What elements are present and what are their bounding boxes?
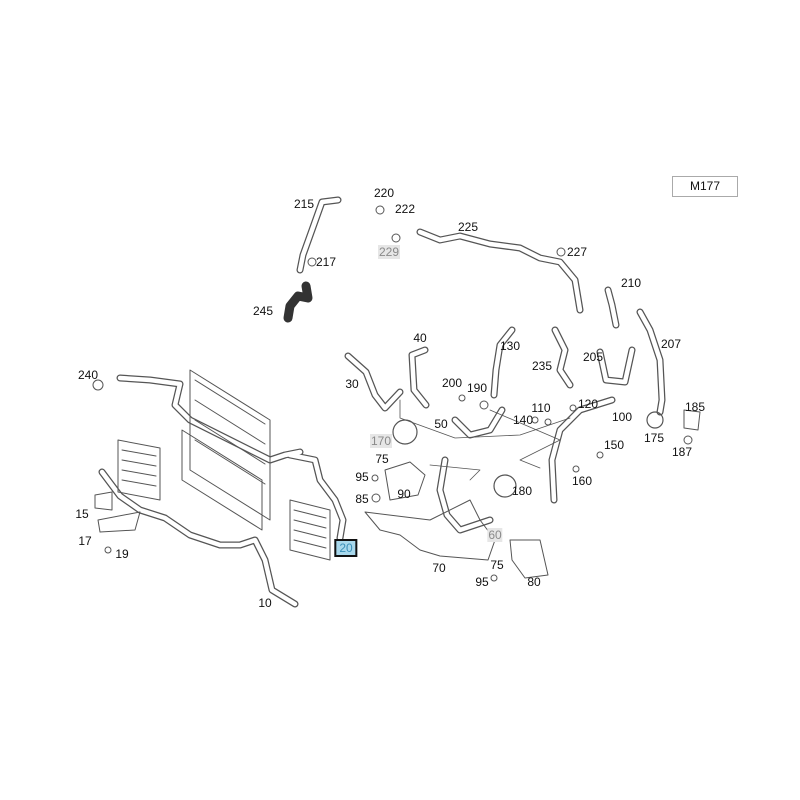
callout-170[interactable]: 170 xyxy=(369,434,393,448)
hose-245 xyxy=(283,281,313,323)
callout-95[interactable]: 95 xyxy=(475,575,489,589)
callout-95[interactable]: 95 xyxy=(355,470,369,484)
callout-215[interactable]: 215 xyxy=(293,197,315,211)
callout-217[interactable]: 217 xyxy=(315,255,337,269)
model-code-box: M177 xyxy=(672,176,738,197)
callout-175[interactable]: 175 xyxy=(643,431,665,445)
callout-90[interactable]: 90 xyxy=(397,487,411,501)
callout-160[interactable]: 160 xyxy=(571,474,593,488)
callout-200[interactable]: 200 xyxy=(441,376,463,390)
plate-70 xyxy=(364,499,496,561)
callout-40[interactable]: 40 xyxy=(413,331,427,345)
callout-229[interactable]: 229 xyxy=(377,245,401,259)
callout-100[interactable]: 100 xyxy=(611,410,633,424)
callout-222[interactable]: 222 xyxy=(394,202,416,216)
radiator-aux xyxy=(117,439,331,561)
pump-180 xyxy=(493,474,517,498)
callout-17[interactable]: 17 xyxy=(78,534,92,548)
callout-20[interactable]: 20 xyxy=(334,539,358,557)
callout-110[interactable]: 110 xyxy=(531,401,551,415)
callout-70[interactable]: 70 xyxy=(432,561,446,575)
callout-75[interactable]: 75 xyxy=(490,558,504,572)
callout-85[interactable]: 85 xyxy=(355,492,369,506)
callout-205[interactable]: 205 xyxy=(582,350,604,364)
callout-60[interactable]: 60 xyxy=(487,528,503,542)
callout-185[interactable]: 185 xyxy=(684,400,706,414)
callout-187[interactable]: 187 xyxy=(671,445,693,459)
callout-227[interactable]: 227 xyxy=(566,245,588,259)
callout-207[interactable]: 207 xyxy=(660,337,682,351)
callout-19[interactable]: 19 xyxy=(115,547,129,561)
pump-170 xyxy=(392,419,418,445)
callout-240[interactable]: 240 xyxy=(77,368,99,382)
callout-80[interactable]: 80 xyxy=(527,575,541,589)
radiator-main xyxy=(181,369,271,531)
callout-220[interactable]: 220 xyxy=(373,186,395,200)
callout-190[interactable]: 190 xyxy=(466,381,488,395)
callout-130[interactable]: 130 xyxy=(499,339,521,353)
callout-120[interactable]: 120 xyxy=(577,397,599,411)
callout-75[interactable]: 75 xyxy=(375,452,389,466)
callout-210[interactable]: 210 xyxy=(620,276,642,290)
callout-150[interactable]: 150 xyxy=(603,438,625,452)
callout-50[interactable]: 50 xyxy=(434,417,448,431)
callout-15[interactable]: 15 xyxy=(75,507,89,521)
callout-10[interactable]: 10 xyxy=(258,596,272,610)
callout-235[interactable]: 235 xyxy=(531,359,553,373)
callout-225[interactable]: 225 xyxy=(457,220,479,234)
callout-30[interactable]: 30 xyxy=(345,377,359,391)
callout-140[interactable]: 140 xyxy=(512,413,534,427)
callout-245[interactable]: 245 xyxy=(252,304,274,318)
callout-180[interactable]: 180 xyxy=(511,484,533,498)
